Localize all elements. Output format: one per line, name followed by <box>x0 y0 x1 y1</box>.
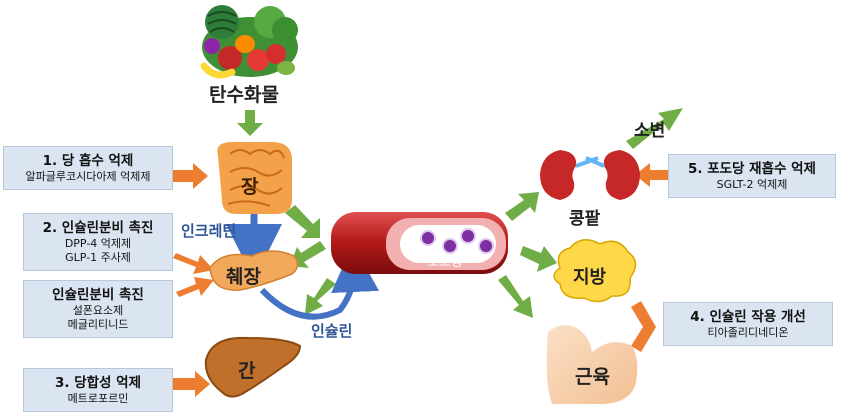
arrow-vessel-to-fat <box>520 246 557 272</box>
box5-sub: SGLT-2 억제제 <box>716 177 788 191</box>
blood-vessel-icon <box>331 212 508 274</box>
fat-cloud-icon <box>553 239 637 303</box>
arrow-vessel-to-pancreas <box>290 241 326 268</box>
arrow-b5 <box>635 163 668 187</box>
vegetables-icon <box>200 5 298 79</box>
liver-icon <box>204 336 302 398</box>
arrow-vessel-to-kidney <box>505 192 539 221</box>
box-insulin-action-improvement: 4. 인슐린 작용 개선 티아졸리디네디온 <box>663 302 833 346</box>
muscle-label: 근육 <box>575 366 610 388</box>
glucose-label: 포도당 <box>427 255 463 270</box>
arrow-b2b <box>176 277 214 297</box>
drug-action-arrows <box>173 163 668 397</box>
arrow-intestine-to-vessel <box>285 205 320 238</box>
carbs-label: 탄수화물 <box>209 84 279 106</box>
box-sugar-absorption-inhibition: 1. 당 흡수 억제 알파글루코시다아제 억제제 <box>3 146 173 190</box>
arrow-b1 <box>173 163 208 189</box>
box2-sub2: GLP-1 주사제 <box>65 250 131 264</box>
box-glucose-synthesis-inhibition: 3. 당합성 억제 메트로포르민 <box>23 368 173 412</box>
insulin-label: 인슐린 <box>311 322 353 340</box>
box-insulin-secretion-incretin: 2. 인슐린분비 촉진 DPP-4 억제제 GLP-1 주사제 <box>23 213 173 271</box>
box3-title: 3. 당합성 억제 <box>54 374 142 391</box>
insulin-arrow <box>259 244 380 320</box>
intestine-label: 장 <box>241 176 259 198</box>
kidney-icon <box>540 150 640 200</box>
urine-label: 소변 <box>634 121 666 141</box>
box2-title: 2. 인슐린분비 촉진 <box>42 219 154 236</box>
arrow-carbs-to-intestine <box>237 110 263 136</box>
box1-title: 1. 당 흡수 억제 <box>42 152 134 169</box>
box-insulin-secretion-sulfonylurea: 인슐린분비 촉진 설폰요소제 메글리티니드 <box>23 280 173 338</box>
box2b-sub2: 메글리티니드 <box>67 317 129 331</box>
box5-title: 5. 포도당 재흡수 억제 <box>688 160 816 177</box>
glucose-molecule-icon <box>420 230 436 246</box>
fat-label: 지방 <box>573 267 607 288</box>
pancreas-icon <box>209 250 299 291</box>
arrow-vessel-to-liver <box>305 278 336 315</box>
box4-title: 4. 인슐린 작용 개선 <box>690 308 806 325</box>
box4-sub: 티아졸리디네디온 <box>707 325 789 339</box>
muscle-arm-icon <box>546 325 638 404</box>
arrow-vessel-to-muscle <box>498 275 533 318</box>
arrow-b3 <box>173 371 210 397</box>
box2-sub1: DPP-4 억제제 <box>64 236 132 250</box>
arrow-kidney-to-urine <box>626 108 683 149</box>
glucose-molecules <box>420 228 494 254</box>
kidney-label: 콩팥 <box>569 209 601 229</box>
glucose-molecule-icon <box>460 228 476 244</box>
flow-arrows <box>237 108 683 318</box>
glucose-molecule-icon <box>442 238 458 254</box>
glucose-molecule-icon <box>478 238 494 254</box>
box3-sub: 메트로포르민 <box>67 391 129 405</box>
box2b-title: 인슐린분비 촉진 <box>52 286 144 303</box>
pancreas-label: 췌장 <box>226 266 261 288</box>
box1-sub: 알파글루코시다아제 억제제 <box>25 169 151 183</box>
intestine-icon <box>217 142 292 214</box>
box2b-sub1: 설폰요소제 <box>72 303 124 317</box>
box-glucose-reabsorption-inhibition: 5. 포도당 재흡수 억제 SGLT-2 억제제 <box>668 154 836 198</box>
arrow-b4-chevron <box>631 301 656 352</box>
arrow-b2 <box>173 253 214 274</box>
liver-label: 간 <box>238 360 256 382</box>
incretin-label: 인크레틴 <box>181 222 237 240</box>
